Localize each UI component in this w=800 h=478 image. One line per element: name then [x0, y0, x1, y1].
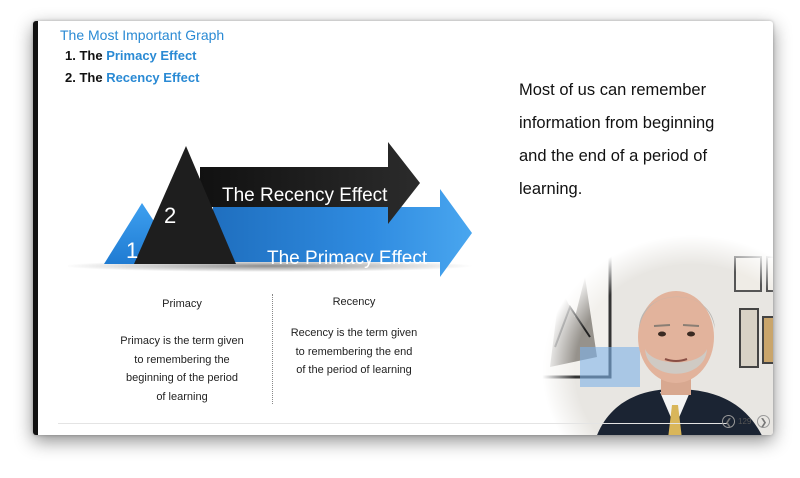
effects-list: 1. The Primacy Effect 2. The Recency Eff… [65, 46, 199, 90]
primacy-arrow [213, 189, 472, 277]
list-item-highlight: Recency Effect [106, 70, 200, 85]
description-line: of learning [156, 390, 208, 403]
footer-divider [58, 423, 728, 424]
body-line: learning. [519, 180, 583, 198]
list-item-prefix: 1. The [65, 48, 107, 63]
slide-body-text: Most of us can remember information from… [519, 74, 754, 206]
presenter-video [535, 227, 773, 435]
primacy-heading: Primacy [162, 298, 202, 310]
list-item-highlight: Primacy Effect [106, 48, 197, 63]
number-two: 2 [164, 203, 176, 228]
effects-diagram: 1 2 The Recency Effect The Primacy Effec… [68, 142, 473, 277]
recency-arrow-label: The Recency Effect [222, 185, 388, 206]
slide-page-number: 129 [738, 417, 752, 426]
triangle-two [134, 146, 236, 264]
body-line: and the end of a period of [519, 147, 708, 165]
chevron-left-icon: ❮ [724, 417, 733, 427]
description-line: beginning of the period [126, 372, 238, 384]
description-line: Primacy is the term given [120, 335, 244, 347]
presentation-slide: The Most Important Graph 1. The Primacy … [33, 21, 773, 435]
list-item-prefix: 2. The [65, 70, 107, 85]
primacy-description: Primacy is the term given to remembering… [102, 332, 262, 406]
primacy-arrow-label: The Primacy Effect [267, 248, 428, 269]
previous-slide-button[interactable]: ❮ [722, 415, 735, 428]
list-item: 1. The Primacy Effect [65, 46, 199, 68]
body-line: Most of us can remember [519, 81, 707, 99]
body-line: information from beginning [519, 114, 715, 132]
recency-description: Recency is the term given to remembering… [274, 324, 434, 380]
list-item: 2. The Recency Effect [65, 68, 199, 90]
column-divider [272, 294, 273, 404]
next-slide-button[interactable]: ❯ [757, 415, 770, 428]
recency-arrow [200, 142, 420, 224]
chevron-right-icon: ❯ [759, 417, 768, 427]
recency-heading: Recency [332, 296, 376, 308]
description-line: to remembering the [134, 353, 230, 366]
number-one: 1 [126, 238, 138, 263]
description-line: to remembering the end [295, 345, 413, 358]
presenter-image [535, 227, 773, 435]
slide-title: The Most Important Graph [60, 27, 225, 43]
description-line: Recency is the term given [290, 327, 418, 339]
description-line: of the period of learning [296, 364, 412, 376]
